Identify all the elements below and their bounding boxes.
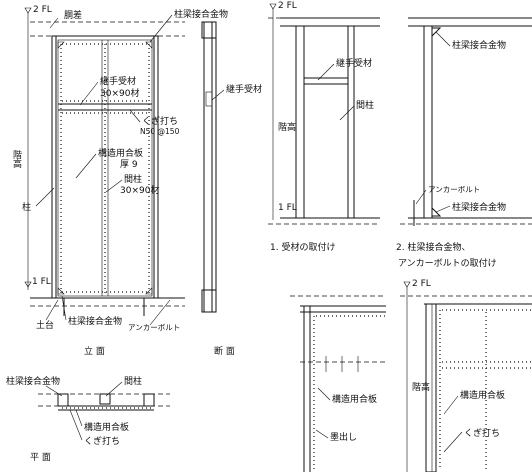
section-caption: 断 面 <box>214 345 235 357</box>
elevation-fl-top: 2 FL <box>33 5 52 15</box>
elevation-kanamono-bottom: 柱梁接合金物 <box>68 315 122 327</box>
step4-view: 2 FL 階高 構造用合板 くぎ打ち <box>400 279 532 472</box>
step1-fl-bottom: 1 FL <box>278 203 297 213</box>
fl-marker-bottom <box>24 281 32 288</box>
elevation-view: 2 FL 階高 1 FL <box>11 5 228 357</box>
elevation-gohan: 構造用合板 <box>98 147 143 159</box>
elevation-kugi: くぎ打ち <box>142 115 178 127</box>
elevation-dodai: 土台 <box>36 319 54 331</box>
elevation-mabashira: 間柱 <box>124 173 142 185</box>
step2-kaibo-top: 柱梁接合金物 <box>452 39 506 51</box>
section-tsugite-uke: 継手受材 <box>226 83 262 95</box>
elevation-fl-bottom: 1 FL <box>32 277 51 287</box>
step2-view: 柱梁接合金物 アンカーボルト 柱梁接合金物 2. 柱梁接合金物、 アンカーボルト… <box>396 17 532 269</box>
step3-view: 構造用合板 墨出し <box>290 295 386 472</box>
plan-gohan: 構造用合板 <box>84 421 129 433</box>
elevation-mabashira-size: 30×90材 <box>120 184 159 196</box>
step2-anchor: アンカーボルト <box>428 185 480 194</box>
elevation-hashira: 柱 <box>22 201 31 213</box>
plan-caption: 平 面 <box>30 452 51 463</box>
step2-caption-1: 2. 柱梁接合金物、 <box>396 241 470 253</box>
elevation-anchor: アンカーボルト <box>128 323 180 332</box>
elevation-tsugite-uke: 継手受材 <box>100 75 136 87</box>
step4-fl-top: 2 FL <box>412 279 431 289</box>
elevation-tsugite-size: 30×90材 <box>100 87 139 99</box>
step1-tsugite-uke: 継手受材 <box>336 57 372 69</box>
step2-kaibo-bottom: 柱梁接合金物 <box>452 201 506 213</box>
elevation-gohan-thk: 厚 9 <box>120 159 138 170</box>
step1-kaidaka: 階高 <box>278 121 296 133</box>
elevation-kugi-spec: N50 @150 <box>140 127 180 136</box>
plan-view: 柱梁接合金物 間柱 構造用合板 くぎ打ち 平 面 <box>6 375 170 463</box>
elevation-dousa: 胴差 <box>64 9 82 21</box>
step1-mabashira: 間柱 <box>356 99 374 111</box>
elevation-kaidaka: 階高 <box>11 150 22 169</box>
step1-view: 2 FL 継手受材 間柱 階高 1 FL 1. 受材の取付け <box>268 1 380 253</box>
elevation-caption: 立 面 <box>84 345 105 357</box>
plan-kugi: くぎ打ち <box>84 435 120 447</box>
step1-fl-top: 2 FL <box>278 1 297 11</box>
step3-gohan: 構造用合板 <box>332 393 377 405</box>
elevation-kaibo: 柱梁接合金物 <box>174 8 228 20</box>
step3-sumidashi: 墨出し <box>330 431 357 443</box>
section-view: 継手受材 断 面 <box>201 21 262 357</box>
step4-gohan: 構造用合板 <box>460 389 505 401</box>
plan-kaibo: 柱梁接合金物 <box>6 375 60 387</box>
step4-kugi: くぎ打ち <box>464 427 500 439</box>
step4-kaidaka: 階高 <box>412 381 430 393</box>
plan-mabashira: 間柱 <box>124 375 142 387</box>
step1-caption: 1. 受材の取付け <box>270 241 335 253</box>
step2-caption-2: アンカーボルトの取付け <box>398 258 497 269</box>
fl-marker-top <box>24 7 32 14</box>
